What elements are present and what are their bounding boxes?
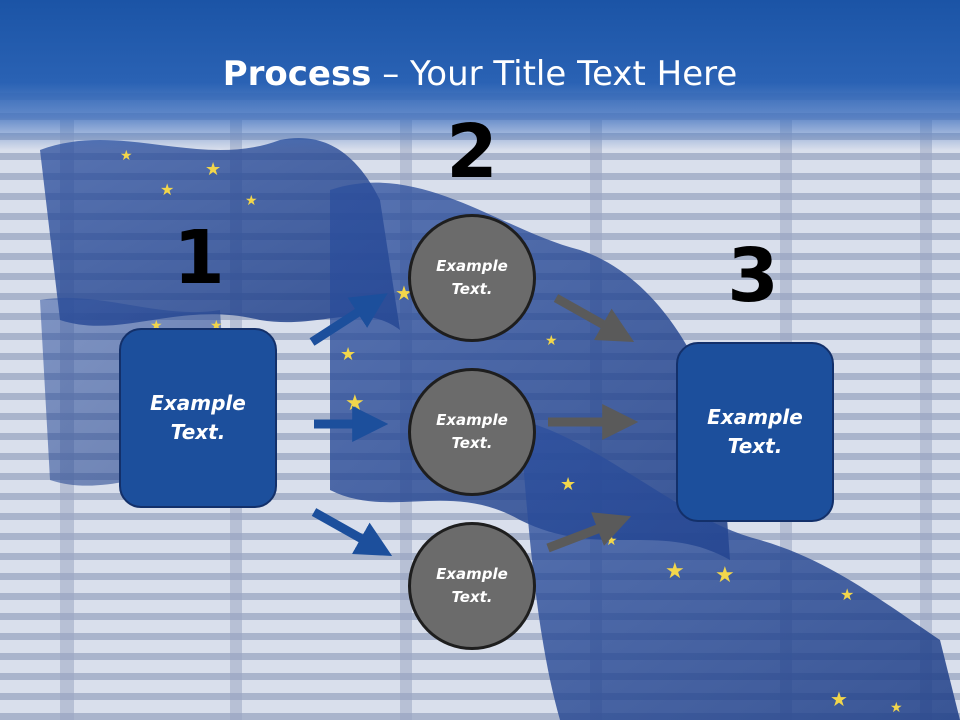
- svg-text:★: ★: [715, 562, 735, 587]
- svg-text:★: ★: [840, 587, 854, 604]
- right-box-text: Example Text.: [707, 405, 803, 458]
- svg-text:★: ★: [890, 699, 903, 715]
- svg-text:★: ★: [560, 474, 576, 494]
- circle-top: Example Text.: [408, 214, 536, 342]
- circle-middle-text: Example Text.: [436, 411, 508, 452]
- title-bold: Process: [222, 54, 372, 94]
- svg-text:★: ★: [205, 159, 221, 179]
- circle-middle: Example Text.: [408, 368, 536, 496]
- circle-bottom: Example Text.: [408, 522, 536, 650]
- arrow-left-to-bottom: [311, 508, 393, 556]
- svg-text:★: ★: [665, 558, 685, 583]
- svg-text:★: ★: [340, 344, 356, 364]
- left-box-text: Example Text.: [150, 391, 246, 444]
- arrow-top-to-right: [553, 294, 635, 342]
- arrow-left-to-top: [309, 293, 388, 346]
- svg-text:★: ★: [120, 147, 133, 163]
- step-number-3: 3: [727, 233, 779, 319]
- title-bar: [0, 0, 960, 150]
- left-box: Example Text.: [119, 328, 277, 508]
- slide-title: Process – Your Title Text Here: [0, 52, 960, 96]
- svg-text:★: ★: [245, 192, 258, 208]
- right-box: Example Text.: [676, 342, 834, 522]
- svg-text:★: ★: [545, 332, 558, 348]
- circle-top-text: Example Text.: [436, 257, 508, 298]
- title-rest: – Your Title Text Here: [371, 54, 738, 94]
- step-number-1: 1: [173, 215, 225, 301]
- svg-text:★: ★: [160, 182, 174, 199]
- step-number-2: 2: [446, 109, 498, 195]
- svg-text:★: ★: [830, 689, 848, 711]
- arrow-bottom-to-right: [546, 512, 632, 553]
- circle-bottom-text: Example Text.: [436, 565, 508, 606]
